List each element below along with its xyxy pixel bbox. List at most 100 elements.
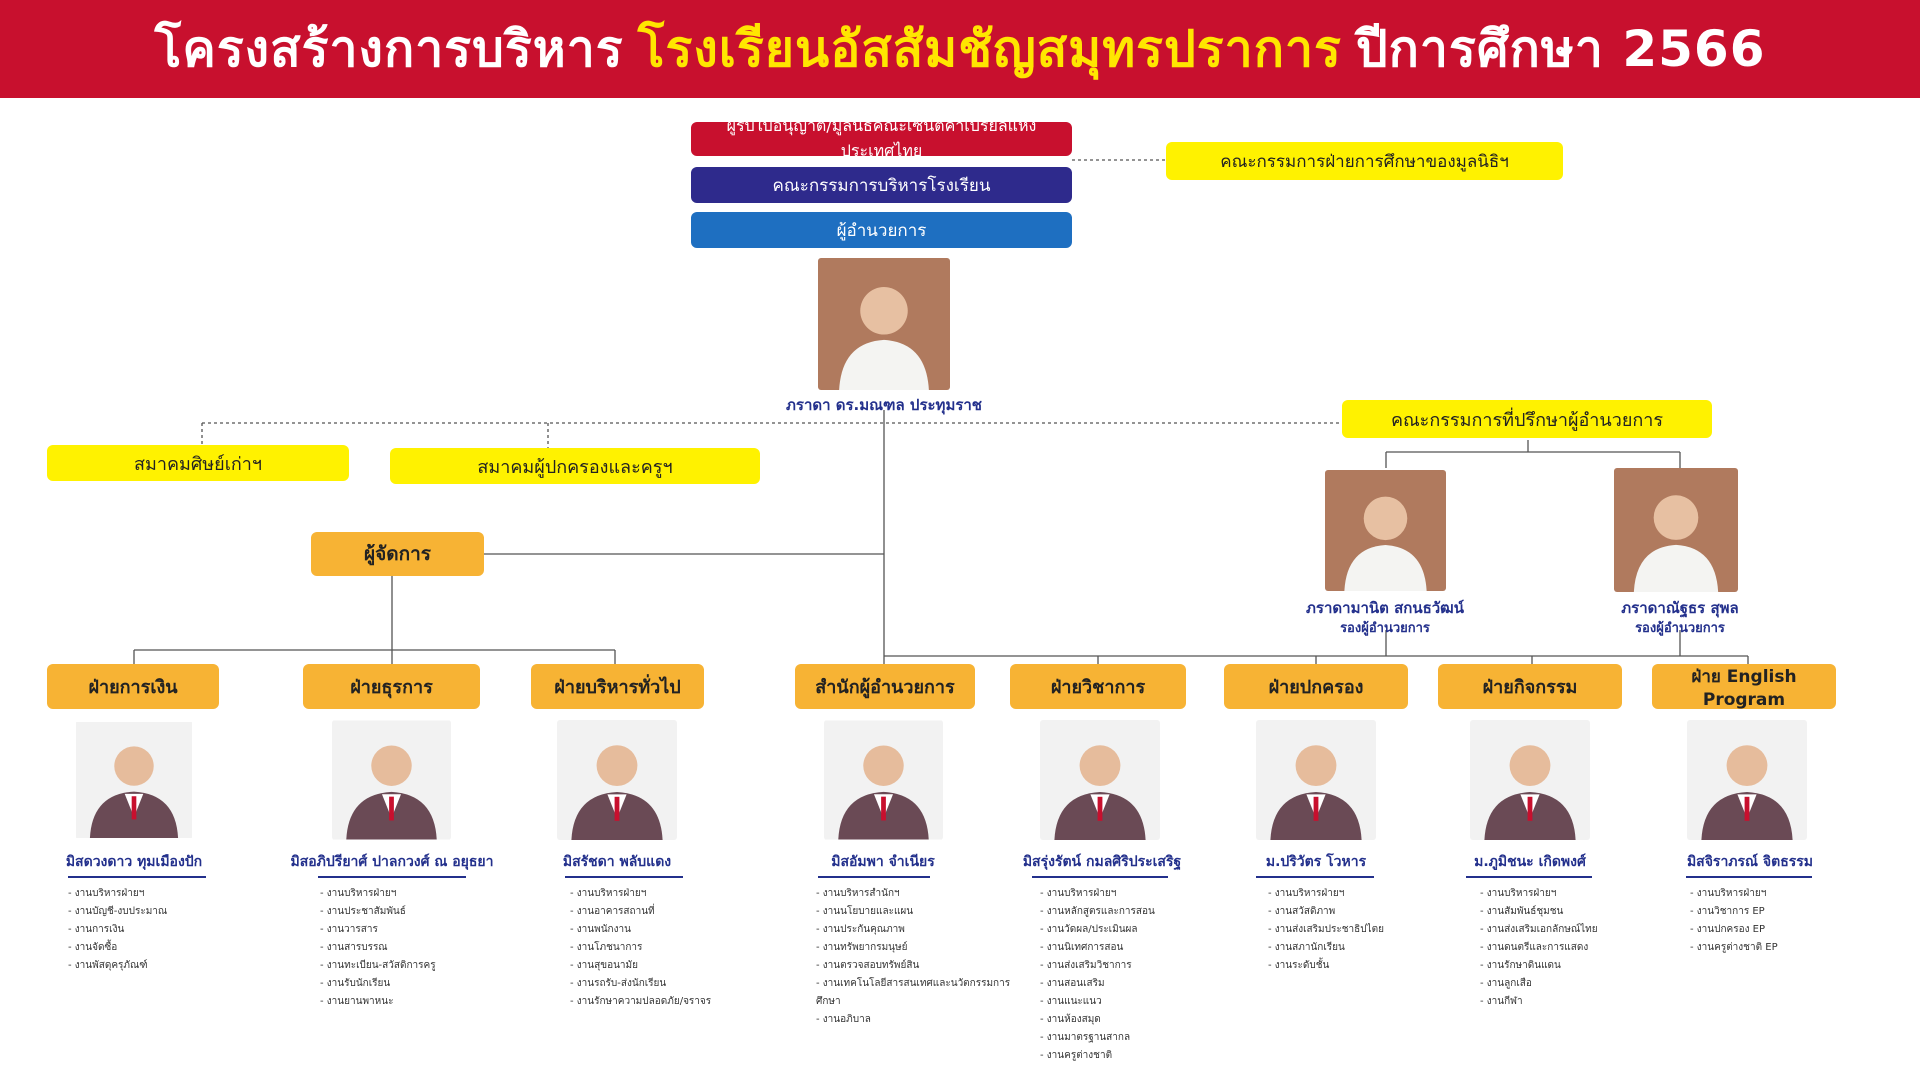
advisory-committee-box: คณะกรรมการที่ปรึกษาผู้อำนวยการ xyxy=(1342,400,1712,438)
task-item: งานบริหารสำนักฯ xyxy=(816,885,1016,903)
task-item: งานโภชนาการ xyxy=(570,939,740,957)
dept-admin-underline xyxy=(318,876,466,878)
task-item: งานดนตรีและการแสดง xyxy=(1480,939,1645,957)
task-item: งานเทคโนโลยีสารสนเทศและนวัตกรรมการศึกษา xyxy=(816,975,1016,1011)
foundation-committee-label: คณะกรรมการฝ่ายการศึกษาของมูลนิธิฯ xyxy=(1220,151,1509,172)
task-item: งานรักษาดินแดน xyxy=(1480,957,1645,975)
dept-general-tasks: งานบริหารฝ่ายฯ งานอาคารสถานที่ งานพนักงา… xyxy=(570,885,740,1011)
dept-discipline-head-photo xyxy=(1256,720,1376,840)
task-item: งานส่งเสริมวิชาการ xyxy=(1040,957,1205,975)
task-item: งานบริหารฝ่ายฯ xyxy=(1480,885,1645,903)
dept-activities-label: ฝ่ายกิจกรรม xyxy=(1482,677,1578,698)
dept-activities-tasks: งานบริหารฝ่ายฯ งานสัมพันธ์ชุมชน งานส่งเส… xyxy=(1480,885,1645,1011)
task-item: งานตรวจสอบทรัพย์สิน xyxy=(816,957,1016,975)
task-item: งานพนักงาน xyxy=(570,921,740,939)
dept-discipline-tasks: งานบริหารฝ่ายฯ งานสวัสดิภาพ งานส่งเสริมป… xyxy=(1268,885,1428,975)
dept-english-program-head-name: มิสจิราภรณ์ จิตธรรม xyxy=(1686,854,1814,870)
dept-activities-underline xyxy=(1466,876,1592,878)
deputy-photo-1 xyxy=(1325,470,1446,591)
task-item: งานรถรับ-ส่งนักเรียน xyxy=(570,975,740,993)
task-item: งานนโยบายและแผน xyxy=(816,903,1016,921)
task-item: งานระดับชั้น xyxy=(1268,957,1428,975)
deputy-name-2: ภราดาณัฐธร สุพล xyxy=(1621,599,1739,617)
manager-label: ผู้จัดการ xyxy=(364,543,431,565)
dept-finance-label: ฝ่ายการเงิน xyxy=(88,677,178,698)
advisory-committee-label: คณะกรรมการที่ปรึกษาผู้อำนวยการ xyxy=(1390,409,1664,431)
dept-academic-head-photo xyxy=(1040,720,1160,840)
task-item: งานปกครอง EP xyxy=(1690,921,1840,939)
director-photo xyxy=(818,258,950,390)
dept-activities-head-photo xyxy=(1470,720,1590,840)
parents-association-label: สมาคมผู้ปกครองและครูฯ xyxy=(477,456,673,478)
dept-admin-head-photo xyxy=(332,720,451,840)
task-item: งานส่งเสริมประชาธิปไตย xyxy=(1268,921,1428,939)
task-item: งานกีฬา xyxy=(1480,993,1645,1011)
dept-director-office-tasks: งานบริหารสำนักฯ งานนโยบายและแผน งานประกั… xyxy=(816,885,1016,1029)
task-item: งานพัสดุครุภัณฑ์ xyxy=(68,957,228,975)
dept-academic-label: ฝ่ายวิชาการ xyxy=(1050,677,1146,698)
title-school-name: โรงเรียนอัสสัมชัญสมุทรปราการ xyxy=(637,19,1342,78)
dept-director-office-underline xyxy=(818,876,930,878)
dept-finance-box: ฝ่ายการเงิน xyxy=(47,664,219,709)
dept-english-program-tasks: งานบริหารฝ่ายฯ งานวิชาการ EP งานปกครอง E… xyxy=(1690,885,1840,957)
dept-discipline-underline xyxy=(1256,876,1374,878)
dept-finance-head-photo xyxy=(76,720,192,840)
parents-association-box: สมาคมผู้ปกครองและครูฯ xyxy=(390,448,760,484)
task-item: งานจัดซื้อ xyxy=(68,939,228,957)
dept-admin-head-name: มิสอภิปรียาศ์ ปาลกวงศ์ ณ อยุธยา xyxy=(290,854,494,870)
dept-general-underline xyxy=(565,876,683,878)
task-item: งานบริหารฝ่ายฯ xyxy=(1040,885,1205,903)
task-item: งานทรัพยากรมนุษย์ xyxy=(816,939,1016,957)
task-item: งานสัมพันธ์ชุมชน xyxy=(1480,903,1645,921)
task-item: งานวารสาร xyxy=(320,921,490,939)
dept-activities-box: ฝ่ายกิจกรรม xyxy=(1438,664,1622,709)
dept-english-program-head-photo xyxy=(1687,720,1807,840)
director-name: ภราดา ดร.มณฑล ประทุมราช xyxy=(786,396,982,414)
dept-general-label: ฝ่ายบริหารทั่วไป xyxy=(554,677,681,698)
licensee-box: ผู้รับใบอนุญาต/มูลนิธิคณะเซนต์คาเบรียลแห… xyxy=(691,116,1072,160)
task-item: งานบริหารฝ่ายฯ xyxy=(570,885,740,903)
dept-academic-box: ฝ่ายวิชาการ xyxy=(1010,664,1186,709)
task-item: งานแนะแนว xyxy=(1040,993,1205,1011)
dept-academic-tasks: งานบริหารฝ่ายฯ งานหลักสูตรและการสอน งานว… xyxy=(1040,885,1205,1065)
task-item: งานยานพาหนะ xyxy=(320,993,490,1011)
deputy-role-1: รองผู้อำนวยการ xyxy=(1340,621,1430,636)
task-item: งานบริหารฝ่ายฯ xyxy=(68,885,228,903)
dept-admin-tasks: งานบริหารฝ่ายฯ งานประชาสัมพันธ์ งานวารสา… xyxy=(320,885,490,1011)
task-item: งานสารบรรณ xyxy=(320,939,490,957)
dept-director-office-label: สำนักผู้อำนวยการ xyxy=(815,677,955,698)
task-item: งานบริหารฝ่ายฯ xyxy=(1690,885,1840,903)
alumni-association-label: สมาคมศิษย์เก่าฯ xyxy=(134,453,262,475)
dept-finance-underline xyxy=(68,876,206,878)
alumni-association-box: สมาคมศิษย์เก่าฯ xyxy=(47,445,349,481)
dept-general-head-name: มิสรัชดา พลับแดง xyxy=(562,854,672,870)
task-item: งานมาตรฐานสากล xyxy=(1040,1029,1205,1047)
task-item: งานประชาสัมพันธ์ xyxy=(320,903,490,921)
task-item: งานครูต่างชาติ xyxy=(1040,1047,1205,1065)
licensee-label: ผู้รับใบอนุญาต/มูลนิธิคณะเซนต์คาเบรียลแห… xyxy=(726,116,1037,160)
task-item: งานบริหารฝ่ายฯ xyxy=(1268,885,1428,903)
task-item: งานครูต่างชาติ EP xyxy=(1690,939,1840,957)
task-item: งานรักษาความปลอดภัย/จราจร xyxy=(570,993,740,1011)
manager-box: ผู้จัดการ xyxy=(311,532,484,576)
dept-academic-underline xyxy=(1032,876,1168,878)
title-banner: โครงสร้างการบริหาร โรงเรียนอัสสัมชัญสมุท… xyxy=(0,0,1920,98)
task-item: งานสุขอนามัย xyxy=(570,957,740,975)
task-item: งานบริหารฝ่ายฯ xyxy=(320,885,490,903)
task-item: งานประกันคุณภาพ xyxy=(816,921,1016,939)
task-item: งานลูกเสือ xyxy=(1480,975,1645,993)
dept-admin-box: ฝ่ายธุรการ xyxy=(303,664,480,709)
task-item: งานสวัสดิภาพ xyxy=(1268,903,1428,921)
dept-academic-head-name: มิสรุ่งรัตน์ กมลศิริประเสริฐ xyxy=(1022,854,1182,870)
task-item: งานวัดผล/ประเมินผล xyxy=(1040,921,1205,939)
dept-discipline-label: ฝ่ายปกครอง xyxy=(1268,677,1364,698)
task-item: งานวิชาการ EP xyxy=(1690,903,1840,921)
title-part2: ปีการศึกษา 2566 xyxy=(1355,19,1766,78)
director-title-box: ผู้อำนวยการ xyxy=(691,212,1072,248)
director-title-label: ผู้อำนวยการ xyxy=(836,220,927,241)
task-item: งานอภิบาล xyxy=(816,1011,1016,1029)
task-item: งานการเงิน xyxy=(68,921,228,939)
task-item: งานห้องสมุด xyxy=(1040,1011,1205,1029)
task-item: งานสอนเสริม xyxy=(1040,975,1205,993)
